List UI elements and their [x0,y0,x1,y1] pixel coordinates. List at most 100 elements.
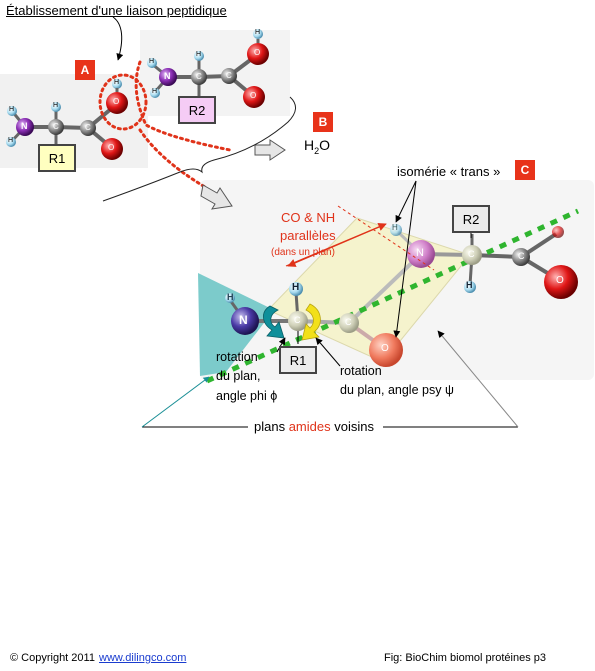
atom-label: C [85,123,91,132]
oxygen-atom [369,333,403,367]
carbon-atom [48,119,64,135]
residue-r2-top: R2 [178,96,216,124]
atom-label: C [345,317,352,327]
hydrogen-atom [289,282,303,296]
badge-c: C [515,160,535,180]
plans-pointer-yellow [437,330,519,428]
product-path-dotted [138,128,207,189]
atom-label: C [226,71,232,80]
product-arrow-icon [200,184,233,210]
residue-r1-bottom: R1 [279,346,317,374]
nitrogen-atom [159,68,177,86]
atom-label: H [9,106,15,113]
atom-label: O [381,343,389,354]
parallel-arrow-co [287,223,387,267]
plans-suffix: voisins [330,419,374,434]
isomerie-arrow-h [395,180,417,223]
badge-a: A [75,60,95,80]
hydrogen-atom [150,88,160,98]
parallel-label-line2: parallèles [280,228,336,243]
atom-label: H [255,29,261,36]
atom-label: C [294,315,301,325]
atom-label: N [416,247,424,259]
hydrogen-atom [6,137,16,147]
website-link[interactable]: www.dilingco.com [99,652,187,664]
rotation-phi-line2: du plan, [216,369,261,383]
plans-pointer-teal [141,376,210,428]
atom-label: N [164,71,171,81]
rotation-psi-line2: du plan, angle psy ψ [340,383,454,397]
oxygen-atom [544,265,578,299]
water-arrow-icon [254,139,286,161]
atom-label: H [8,137,14,144]
amino-acid-1 [6,79,128,160]
atom-label: H [196,51,202,58]
hydrogen-atom [464,281,476,293]
hydrogen-atom [225,293,235,303]
page-title: Établissement d'une liaison peptidique [6,3,227,18]
amino-acid-2 [147,29,269,108]
atom-label: H [114,79,120,86]
hydrogen-atom [390,224,402,236]
atom-label: O [254,48,261,57]
hydrogen-atom [194,51,204,61]
residue-r2-bottom: R2 [452,205,490,233]
reaction-brace [102,96,296,202]
atom-label: O [250,91,257,100]
parallel-label-line3: (dans un plan) [271,247,335,258]
rotation-psi-pointer [315,337,341,367]
isomerie-trans-label: isomérie « trans » [397,164,501,179]
oxygen-atom [101,138,123,160]
atom-label: H [292,282,300,293]
water-h: H [304,137,315,153]
atom-label: C [196,72,202,81]
carbon-atom [221,68,237,84]
water-label: H2O [304,137,330,156]
rotation-phi-pointer [276,337,286,353]
atom-label: O [113,97,120,106]
oxygen-atom [247,43,269,65]
parallel-guide-line [337,205,435,271]
atom-label: H [227,292,234,302]
carbon-alpha-atom [288,311,308,331]
copyright-text: © Copyright 2011 [10,652,95,664]
badge-b: B [313,112,333,132]
atom-label: N [239,313,248,327]
title-arrow [112,16,124,61]
carbon-atom [512,248,530,266]
atom-label: H [392,223,398,232]
plans-highlight: amides [288,419,331,434]
water-subscript: 2 [314,145,320,156]
carbon-atom [339,313,359,333]
oxygen-atom [243,86,265,108]
residue-r1-top: R1 [38,144,76,172]
atom-label: O [108,143,115,152]
peptide-backbone-axis [205,208,580,384]
carbon-alpha-atom [462,245,482,265]
rotation-psi-icon [301,303,321,341]
rotation-psi-line1: rotation [340,364,382,378]
oxygen-atom [552,226,564,238]
hydrogen-atom [253,29,263,39]
nitrogen-atom [16,118,34,136]
nitrogen-atom [231,307,259,335]
parallel-label-line1: CO & NH [281,210,336,225]
plans-amides-label: plans amides voisins [254,419,374,434]
atom-label: H [53,102,59,109]
atom-label: O [556,275,564,286]
atom-label: N [21,121,28,131]
isomerie-arrow-o [393,180,417,338]
figure-caption: Fig: BioChim biomol protéines p3 [384,652,547,664]
hydrogen-atom [7,106,17,116]
condensation-ellipse [98,73,148,131]
oxygen-atom [106,92,128,114]
atom-label: H [466,280,473,290]
rotation-phi-icon [263,305,285,339]
plans-prefix: plans [254,419,289,434]
hydrogen-atom [147,58,157,68]
atom-label: H [149,58,155,65]
hydrogen-atom [51,102,61,112]
nitrogen-atom [407,240,435,268]
water-path-dotted [134,60,232,152]
